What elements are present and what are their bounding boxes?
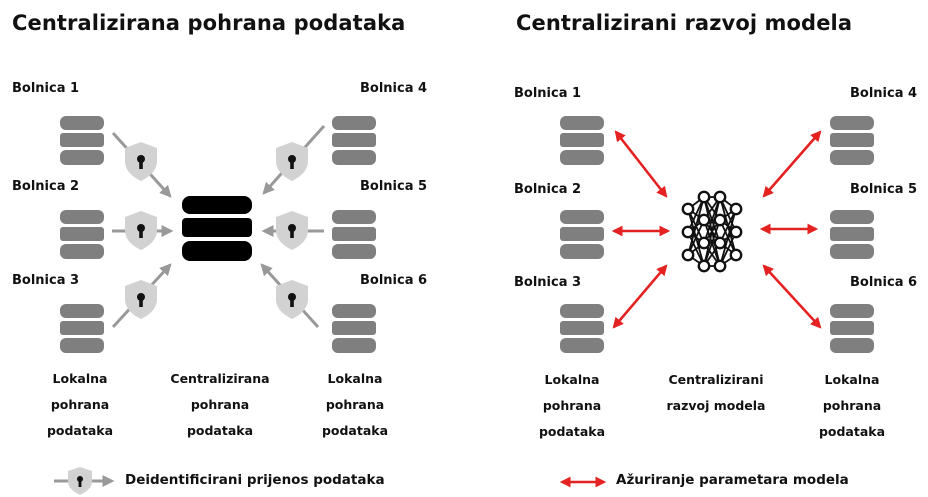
shield-lock-icon [276,211,308,250]
database-icon [560,304,604,353]
update-arrow-6 [762,264,822,329]
right-hospital-3-label: Bolnica 3 [514,275,582,290]
network-node [729,248,743,262]
database-icon [332,304,376,353]
red-update-arrows [611,130,822,329]
database-icon [332,210,376,259]
network-node [697,236,711,250]
network-node [729,202,743,216]
legend-update-label: Ažuriranje parametara modela [616,472,849,488]
database-icon [830,304,874,353]
hospital-databases-left [60,116,874,353]
right-hospital-2-label: Bolnica 2 [514,182,582,197]
network-node [713,190,727,204]
database-icon [560,116,604,165]
database-icon [60,304,104,353]
right-hospital-1-label: Bolnica 1 [514,86,582,101]
shield-lock-icon [125,280,157,319]
update-arrow-4 [762,130,822,198]
network-node [697,259,711,273]
shield-lock-icon [125,142,157,181]
left-hospital-5-label: Bolnica 5 [360,179,428,194]
neural-network-icon [681,190,743,273]
database-icon [60,210,104,259]
network-node [681,202,695,216]
network-node [697,213,711,227]
database-icon [830,210,874,259]
left-hospital-6-label: Bolnica 6 [360,273,428,288]
shield-lock-icon [276,280,308,319]
network-node [713,259,727,273]
left-hospital-4-label: Bolnica 4 [360,81,428,96]
left-hospital-1-label: Bolnica 1 [12,81,80,96]
network-node [681,248,695,262]
left-hospital-2-label: Bolnica 2 [12,179,80,194]
update-arrow-3 [612,264,668,329]
right-hospital-5-label: Bolnica 5 [850,182,918,197]
network-node [729,225,743,239]
network-node [713,236,727,250]
left-title: Centralizirana pohrana podataka [12,11,406,35]
database-icon [60,116,104,165]
update-arrow-1 [614,130,668,198]
network-node [713,213,727,227]
right-hospital-4-label: Bolnica 4 [850,86,918,101]
shield-icons [125,142,308,319]
shield-lock-icon [276,142,308,181]
database-icon [560,210,604,259]
left-hospital-3-label: Bolnica 3 [12,273,80,288]
database-icon [332,116,376,165]
shield-lock-icon [125,211,157,250]
network-node [681,225,695,239]
central-database-icon [182,196,252,261]
legend-transfer-icon [54,467,115,495]
legend-transfer-label: Deidentificirani prijenos podataka [125,472,385,488]
network-node [697,190,711,204]
right-hospital-6-label: Bolnica 6 [850,275,918,290]
right-title: Centralizirani razvoj modela [516,11,853,35]
database-icon [830,116,874,165]
